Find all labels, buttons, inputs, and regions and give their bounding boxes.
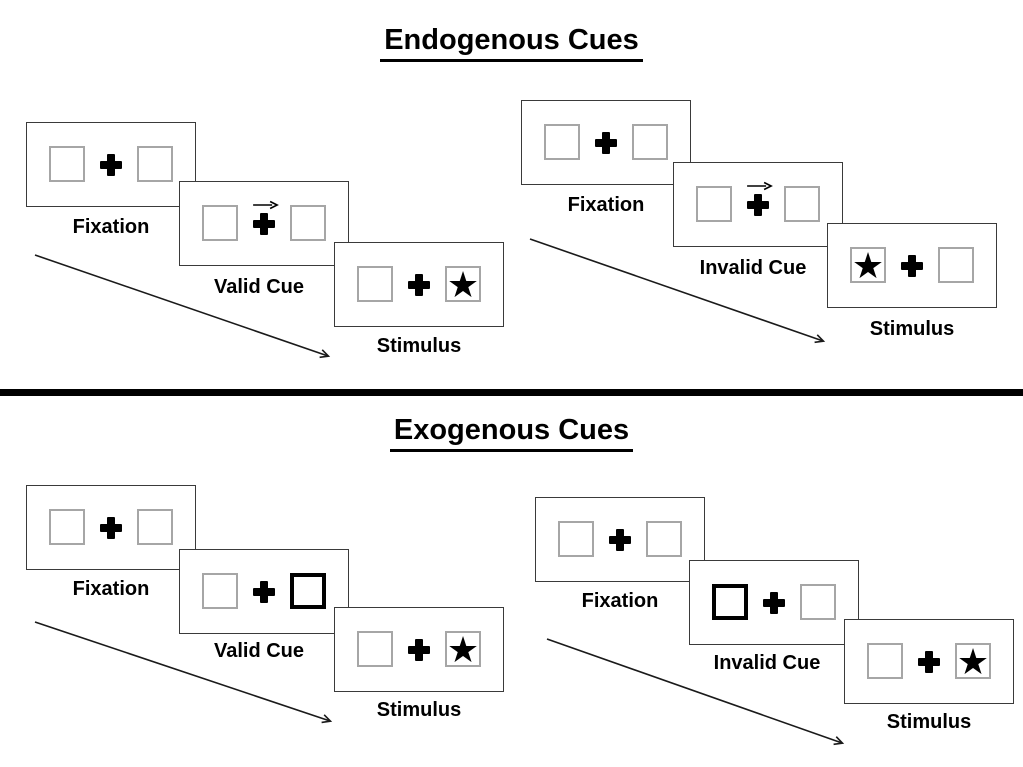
panel-label: Valid Cue (213, 276, 305, 298)
cue-highlight-box (290, 573, 326, 609)
right-placeholder-box (632, 124, 668, 160)
section-title-endogenous: Endogenous Cues (0, 24, 1023, 62)
panel-valid-cue (179, 549, 349, 634)
target-box: ★ (850, 245, 886, 286)
fixation-cross-icon (763, 592, 785, 614)
fixation-cross-icon (747, 194, 769, 216)
fixation-cross-icon (901, 255, 923, 277)
panel-label: Fixation (72, 578, 150, 600)
cue-highlight-box (712, 584, 748, 620)
right-placeholder-box (646, 521, 682, 557)
fixation-cross-icon (609, 529, 631, 551)
panel-label: Stimulus (376, 335, 462, 357)
fixation-cross-icon (408, 639, 430, 661)
panel-invalid-cue (673, 162, 843, 247)
left-placeholder-box (867, 643, 903, 679)
fixation-cross-icon (408, 274, 430, 296)
left-placeholder-box (49, 509, 85, 545)
target-box: ★ (955, 641, 991, 682)
timeline-arrow-endogenous-invalid (529, 238, 826, 344)
timeline-arrow-endogenous-valid (34, 254, 331, 359)
target-star-icon: ★ (956, 641, 990, 682)
fixation-cross-icon (100, 517, 122, 539)
fixation-cross-icon (918, 651, 940, 673)
left-placeholder-box (357, 266, 393, 302)
left-placeholder-box (202, 205, 238, 241)
panel-label: Fixation (72, 216, 150, 238)
right-placeholder-box (137, 509, 173, 545)
panel-fixation (535, 497, 705, 582)
panel-label: Invalid Cue (713, 652, 821, 674)
panel-label: Fixation (581, 590, 659, 612)
left-placeholder-box (202, 573, 238, 609)
target-star-icon: ★ (446, 264, 480, 305)
left-placeholder-box (357, 631, 393, 667)
section-title-exogenous: Exogenous Cues (0, 414, 1023, 452)
timeline-arrow-exogenous-valid (34, 621, 333, 724)
panel-label: Stimulus (869, 318, 955, 340)
panel-fixation (521, 100, 691, 185)
target-star-icon: ★ (446, 629, 480, 670)
panel-valid-cue (179, 181, 349, 266)
fixation-cross-icon (253, 213, 275, 235)
panel-label: Invalid Cue (699, 257, 807, 279)
fixation-cross-icon (595, 132, 617, 154)
target-box: ★ (445, 629, 481, 670)
right-placeholder-box (290, 205, 326, 241)
right-placeholder-box (938, 247, 974, 283)
cue-arrow-icon (253, 200, 279, 210)
target-star-icon: ★ (851, 245, 885, 286)
fixation-cross-icon (100, 154, 122, 176)
panel-stimulus: ★ (334, 242, 504, 327)
panel-label: Valid Cue (213, 640, 305, 662)
panel-label: Fixation (567, 194, 645, 216)
left-placeholder-box (558, 521, 594, 557)
panel-label: Stimulus (376, 699, 462, 721)
right-placeholder-box (800, 584, 836, 620)
target-box: ★ (445, 264, 481, 305)
fixation-cross-icon (253, 581, 275, 603)
right-placeholder-box (137, 146, 173, 182)
panel-stimulus: ★ (827, 223, 997, 308)
left-placeholder-box (49, 146, 85, 182)
panel-fixation (26, 485, 196, 570)
section-divider (0, 389, 1023, 396)
panel-label: Stimulus (886, 711, 972, 733)
right-placeholder-box (784, 186, 820, 222)
panel-invalid-cue (689, 560, 859, 645)
left-placeholder-box (696, 186, 732, 222)
panel-fixation (26, 122, 196, 207)
cue-arrow-icon (747, 181, 773, 191)
panel-stimulus: ★ (844, 619, 1014, 704)
left-placeholder-box (544, 124, 580, 160)
panel-stimulus: ★ (334, 607, 504, 692)
